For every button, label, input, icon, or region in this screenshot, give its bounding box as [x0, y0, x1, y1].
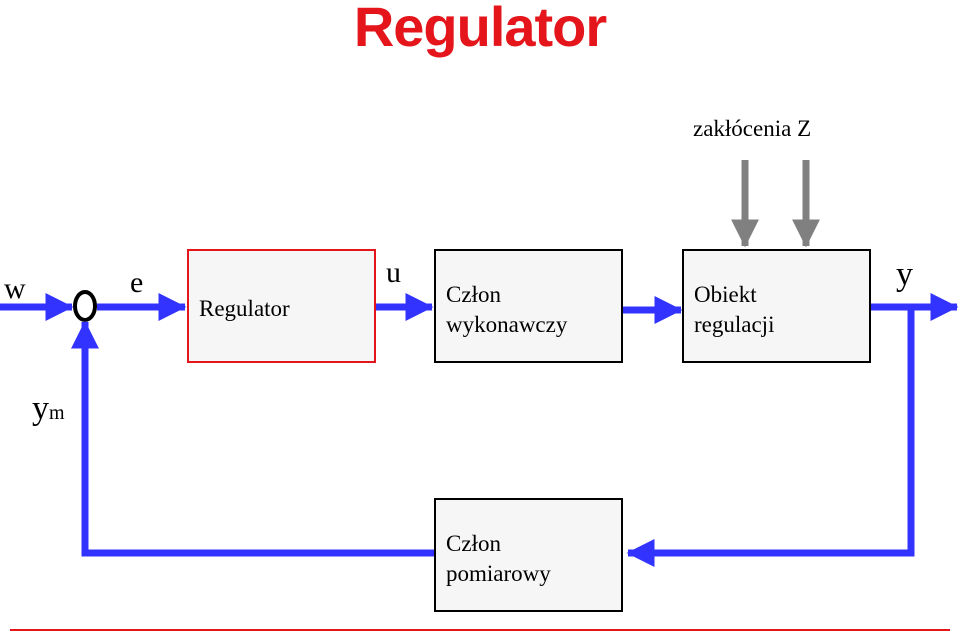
plant-label-line1: Obiekt — [694, 282, 757, 307]
plant-block: Obiekt regulacji — [682, 249, 871, 363]
regulator-label: Regulator — [199, 296, 290, 321]
signal-ym-main: y — [32, 390, 49, 427]
bottom-divider — [10, 629, 950, 631]
signal-e-label: e — [130, 266, 144, 299]
actuator-label-line2: wykonawczy — [446, 312, 568, 337]
signal-ym-sub: m — [49, 402, 65, 424]
summing-junction — [73, 290, 97, 322]
actuator-label-line1: Człon — [446, 282, 501, 307]
signal-u-label: u — [386, 256, 401, 289]
sensor-label-line1: Człon — [446, 531, 501, 556]
sensor-block: Człon pomiarowy — [434, 498, 623, 612]
plant-label-line2: regulacji — [694, 312, 775, 337]
signal-ym-label: ym — [32, 390, 65, 428]
feedback-line-left — [71, 320, 434, 557]
sensor-label-line2: pomiarowy — [446, 561, 551, 586]
actuator-block: Człon wykonawczy — [434, 249, 623, 363]
disturbance-label: zakłócenia Z — [693, 116, 812, 141]
signal-w-label: w — [4, 272, 26, 305]
page-title: Regulator — [353, 0, 607, 58]
feedback-line-right — [626, 307, 915, 567]
regulator-block: Regulator — [187, 249, 376, 363]
signal-y-label: y — [896, 256, 913, 293]
